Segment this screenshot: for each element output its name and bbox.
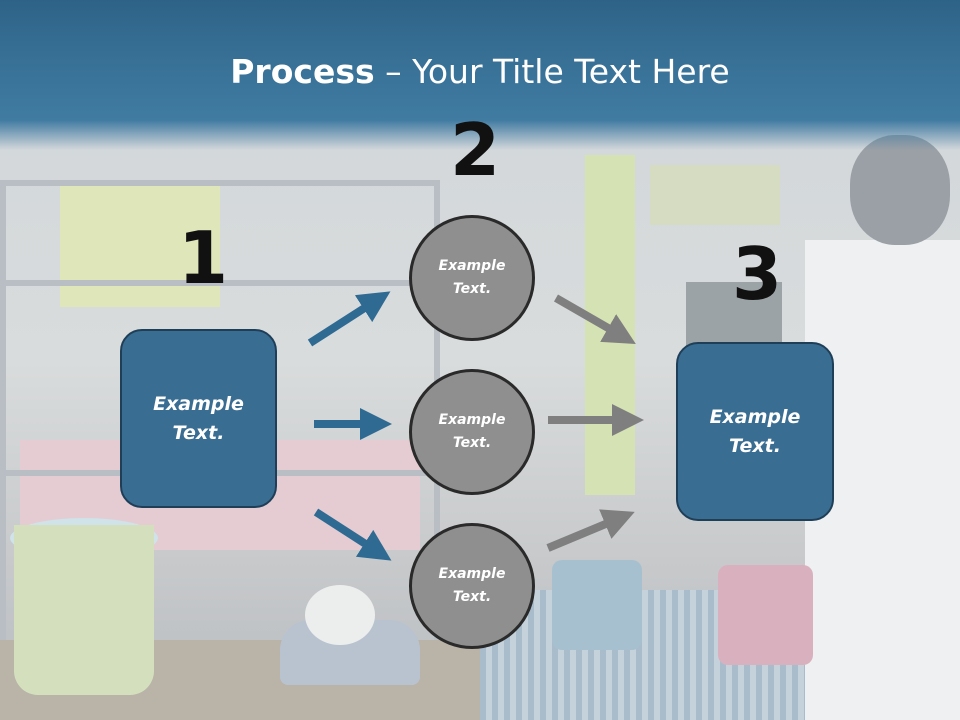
step-number-1: 1 [178, 216, 229, 300]
circle-top[interactable]: Example Text. [409, 215, 535, 341]
circle-bottom-line1: Example [438, 566, 506, 582]
step-number-3: 3 [732, 232, 783, 316]
arrow-1-to-top [307, 291, 391, 347]
slide-title[interactable]: Process – Your Title Text Here [0, 52, 960, 91]
step-1-text-line1: Example [153, 392, 244, 415]
arrow-top-to-3 [554, 294, 636, 344]
bg-stool [552, 560, 642, 650]
title-bold: Process [230, 52, 375, 91]
step-1-box[interactable]: Example Text. [120, 329, 277, 508]
title-bar [0, 0, 960, 150]
circle-middle-line1: Example [438, 412, 506, 428]
arrow-1-to-bottom [313, 508, 392, 561]
step-3-text-line2: Text. [729, 434, 781, 457]
bg-teddy-bear [850, 135, 950, 245]
bg-towel [60, 182, 220, 307]
circle-middle-line2: Text. [452, 435, 492, 451]
arrow-bottom-to-3 [546, 509, 635, 552]
step-3-text-line1: Example [709, 405, 801, 428]
circle-bottom-line2: Text. [452, 589, 492, 605]
bg-bunk-rail [0, 280, 440, 286]
bg-bin [14, 525, 154, 695]
circle-top-line1: Example [438, 258, 506, 274]
bg-toy-bear [305, 585, 375, 645]
step-number-2: 2 [450, 108, 501, 192]
circle-middle[interactable]: Example Text. [409, 369, 535, 495]
circle-bottom[interactable]: Example Text. [409, 523, 535, 649]
bg-stool [718, 565, 813, 665]
bg-shelf [650, 165, 780, 225]
title-rest: – Your Title Text Here [374, 52, 730, 91]
circle-top-line2: Text. [452, 281, 492, 297]
step-3-box[interactable]: Example Text. [676, 342, 834, 521]
step-1-text-line2: Text. [172, 421, 225, 444]
